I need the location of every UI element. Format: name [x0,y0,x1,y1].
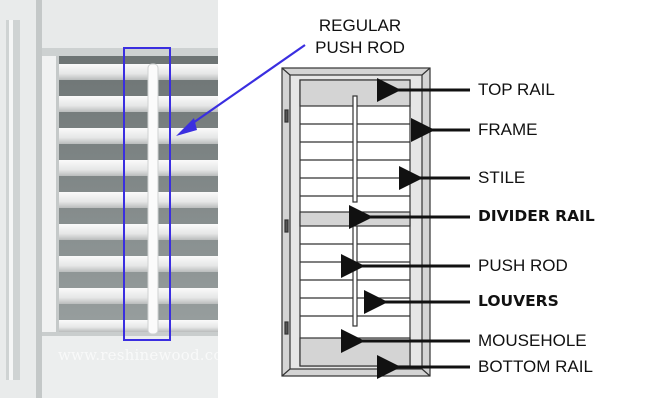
hinge-middle [285,220,288,232]
hinge-bottom [285,322,288,334]
shutter-diagram [282,68,430,376]
label-divider-rail: DIVIDER RAIL [478,209,595,225]
photo-push-rod [148,64,158,334]
label-push-rod: PUSH ROD [478,257,568,274]
diagram-mousehole [353,340,357,344]
diagram-mousehole-upper [353,214,357,218]
diagram-lower-push-rod [353,226,357,326]
label-top-rail: TOP RAIL [478,81,555,98]
label-stile: STILE [478,169,525,186]
hinge-top [285,110,288,122]
watermark-text: www.reshinewood.com [58,346,237,364]
callout-line-1: REGULAR [300,15,420,37]
diagram-upper-push-rod [353,96,357,202]
photo-louvers [48,64,218,332]
callout-regular-push-rod: REGULAR PUSH ROD [300,15,420,59]
label-mousehole: MOUSEHOLE [478,332,587,349]
callout-line-2: PUSH ROD [300,37,420,59]
label-bottom-rail: BOTTOM RAIL [478,358,593,375]
shutter-photo [0,0,218,398]
label-louvers: LOUVERS [478,294,559,310]
label-frame: FRAME [478,121,538,138]
